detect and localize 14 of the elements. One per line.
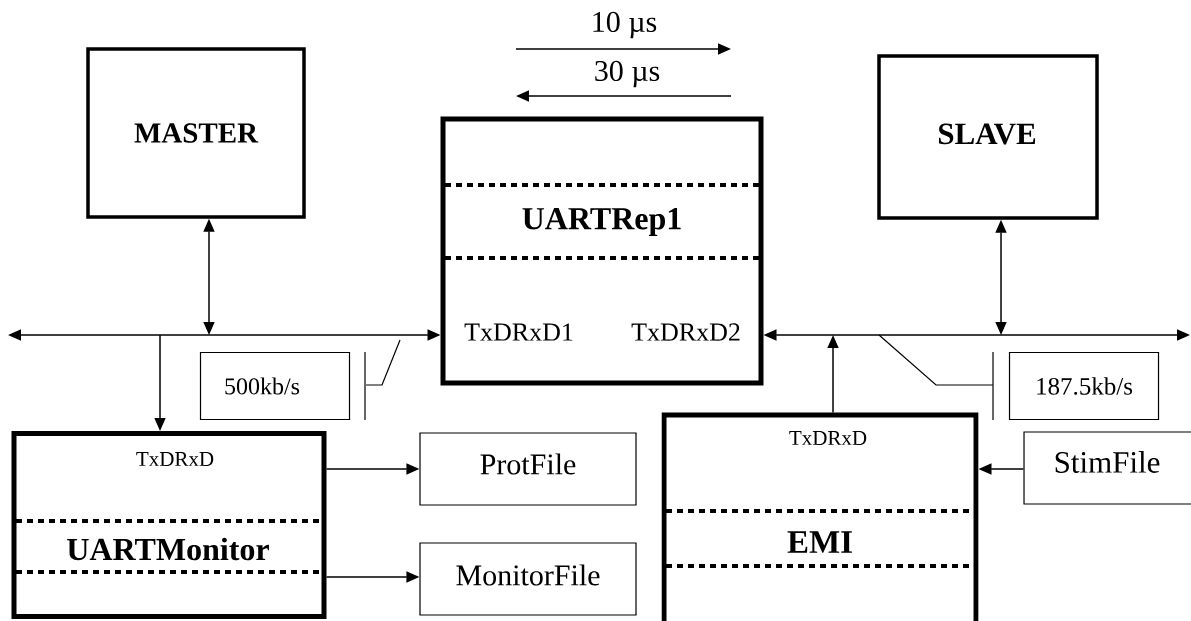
- slave-box: SLAVE: [877, 54, 1099, 220]
- switch-symbol: [878, 334, 994, 386]
- file-box: StimFile: [1023, 431, 1191, 505]
- timing-label: 10 µs: [593, 11, 657, 39]
- rate-box: 500kb/s: [199, 351, 351, 421]
- rate-box: 187.5kb/s: [1008, 351, 1160, 421]
- timing-label: 30 µs: [595, 60, 660, 88]
- master-box: MASTER: [86, 47, 306, 219]
- file-box: MonitorFile: [419, 542, 637, 616]
- monitor-box: TxDRxD UARTMonitor: [11, 431, 327, 619]
- switch-symbol: [365, 339, 401, 386]
- file-box: ProtFile: [419, 432, 637, 506]
- repeater-box: UARTRep1 TxDRxD1 TxDRxD2: [440, 116, 764, 386]
- emi-box: TxDRxD EMI: [661, 412, 979, 621]
